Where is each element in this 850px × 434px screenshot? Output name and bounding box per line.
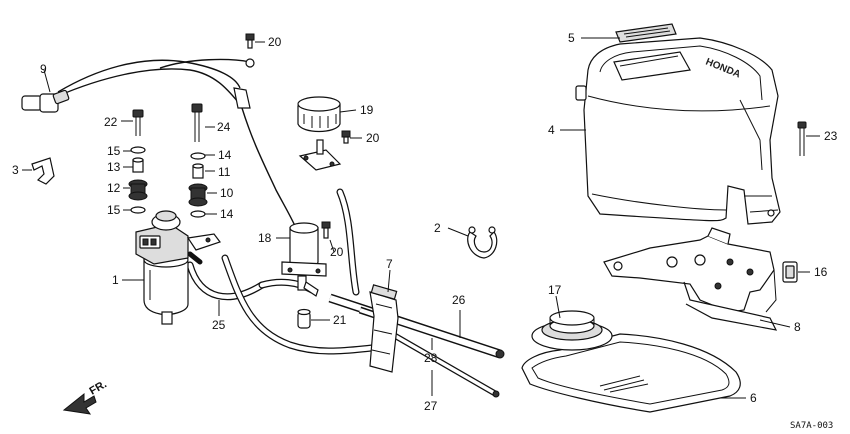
callout-1: 1 bbox=[112, 273, 119, 287]
hose-25 bbox=[186, 254, 376, 355]
cover-top-recess bbox=[613, 51, 691, 81]
callout-28: 28 bbox=[424, 351, 438, 365]
callout-2: 2 bbox=[434, 221, 441, 235]
callout-13: 13 bbox=[107, 160, 121, 174]
solenoid-18 bbox=[281, 222, 327, 297]
bracket-8 bbox=[603, 227, 778, 331]
callout-9: 9 bbox=[40, 62, 47, 76]
callout-16: 16 bbox=[814, 265, 828, 279]
callout-5: 5 bbox=[568, 31, 575, 45]
callout-6: 6 bbox=[750, 391, 757, 405]
callout-14-lower: 14 bbox=[220, 207, 234, 221]
bolt-23 bbox=[797, 121, 807, 156]
cap-21 bbox=[297, 308, 311, 329]
grommet-12 bbox=[128, 179, 148, 201]
callout-25: 25 bbox=[212, 318, 226, 332]
callout-27: 27 bbox=[424, 399, 438, 413]
callout-20: 20 bbox=[268, 35, 282, 49]
filter-19 bbox=[297, 96, 342, 171]
bolt-20-top bbox=[245, 33, 255, 49]
callout-26: 26 bbox=[452, 293, 466, 307]
front-direction-label: FR. bbox=[88, 378, 109, 397]
callout-24: 24 bbox=[217, 120, 231, 134]
collar-13 bbox=[132, 157, 144, 173]
cover-4 bbox=[575, 37, 781, 225]
bolt-20-low bbox=[321, 221, 331, 239]
wire-harness bbox=[57, 58, 297, 229]
bolt-24 bbox=[191, 103, 203, 142]
grommet-10 bbox=[188, 183, 208, 207]
clamp-2 bbox=[467, 226, 498, 259]
callout-11: 11 bbox=[218, 165, 231, 179]
callout-10: 10 bbox=[220, 186, 234, 200]
diagram-code: SA7A-003 bbox=[790, 421, 833, 431]
callout-4: 4 bbox=[548, 123, 555, 137]
washers-14-15 bbox=[130, 146, 206, 218]
callout-8: 8 bbox=[794, 320, 801, 334]
bolt-22 bbox=[132, 109, 144, 136]
callout-12: 12 bbox=[107, 181, 121, 195]
callout-numbers: 20 9 22 24 15 13 12 15 14 11 10 14 3 1 2… bbox=[12, 31, 838, 413]
callout-14: 14 bbox=[218, 148, 232, 162]
callout-22: 22 bbox=[104, 115, 118, 129]
front-direction-indicator: FR. bbox=[62, 378, 109, 415]
wire-terminal bbox=[233, 87, 251, 109]
callout-19: 19 bbox=[360, 103, 374, 117]
leader-lines bbox=[22, 37, 820, 399]
callout-7: 7 bbox=[386, 257, 393, 271]
bracket-3 bbox=[31, 157, 55, 185]
grommet-17 bbox=[531, 310, 613, 351]
callout-18: 18 bbox=[258, 231, 272, 245]
collar-11 bbox=[192, 163, 204, 179]
bolt-20-mid bbox=[341, 130, 351, 144]
label-plate-5 bbox=[615, 23, 677, 43]
bracket-7 bbox=[369, 284, 399, 373]
callout-23: 23 bbox=[824, 129, 838, 143]
clip-16 bbox=[782, 261, 798, 283]
valve-1 bbox=[135, 210, 221, 325]
callout-20-low: 20 bbox=[330, 245, 344, 259]
callout-15-lower: 15 bbox=[107, 203, 121, 217]
callout-21: 21 bbox=[333, 313, 347, 327]
callout-20-mid: 20 bbox=[366, 131, 380, 145]
connector-9 bbox=[21, 89, 70, 113]
callout-17: 17 bbox=[548, 283, 562, 297]
gasket-6 bbox=[521, 333, 741, 413]
callout-3: 3 bbox=[12, 163, 19, 177]
front-arrow-icon bbox=[62, 392, 97, 415]
callout-15: 15 bbox=[107, 144, 121, 158]
